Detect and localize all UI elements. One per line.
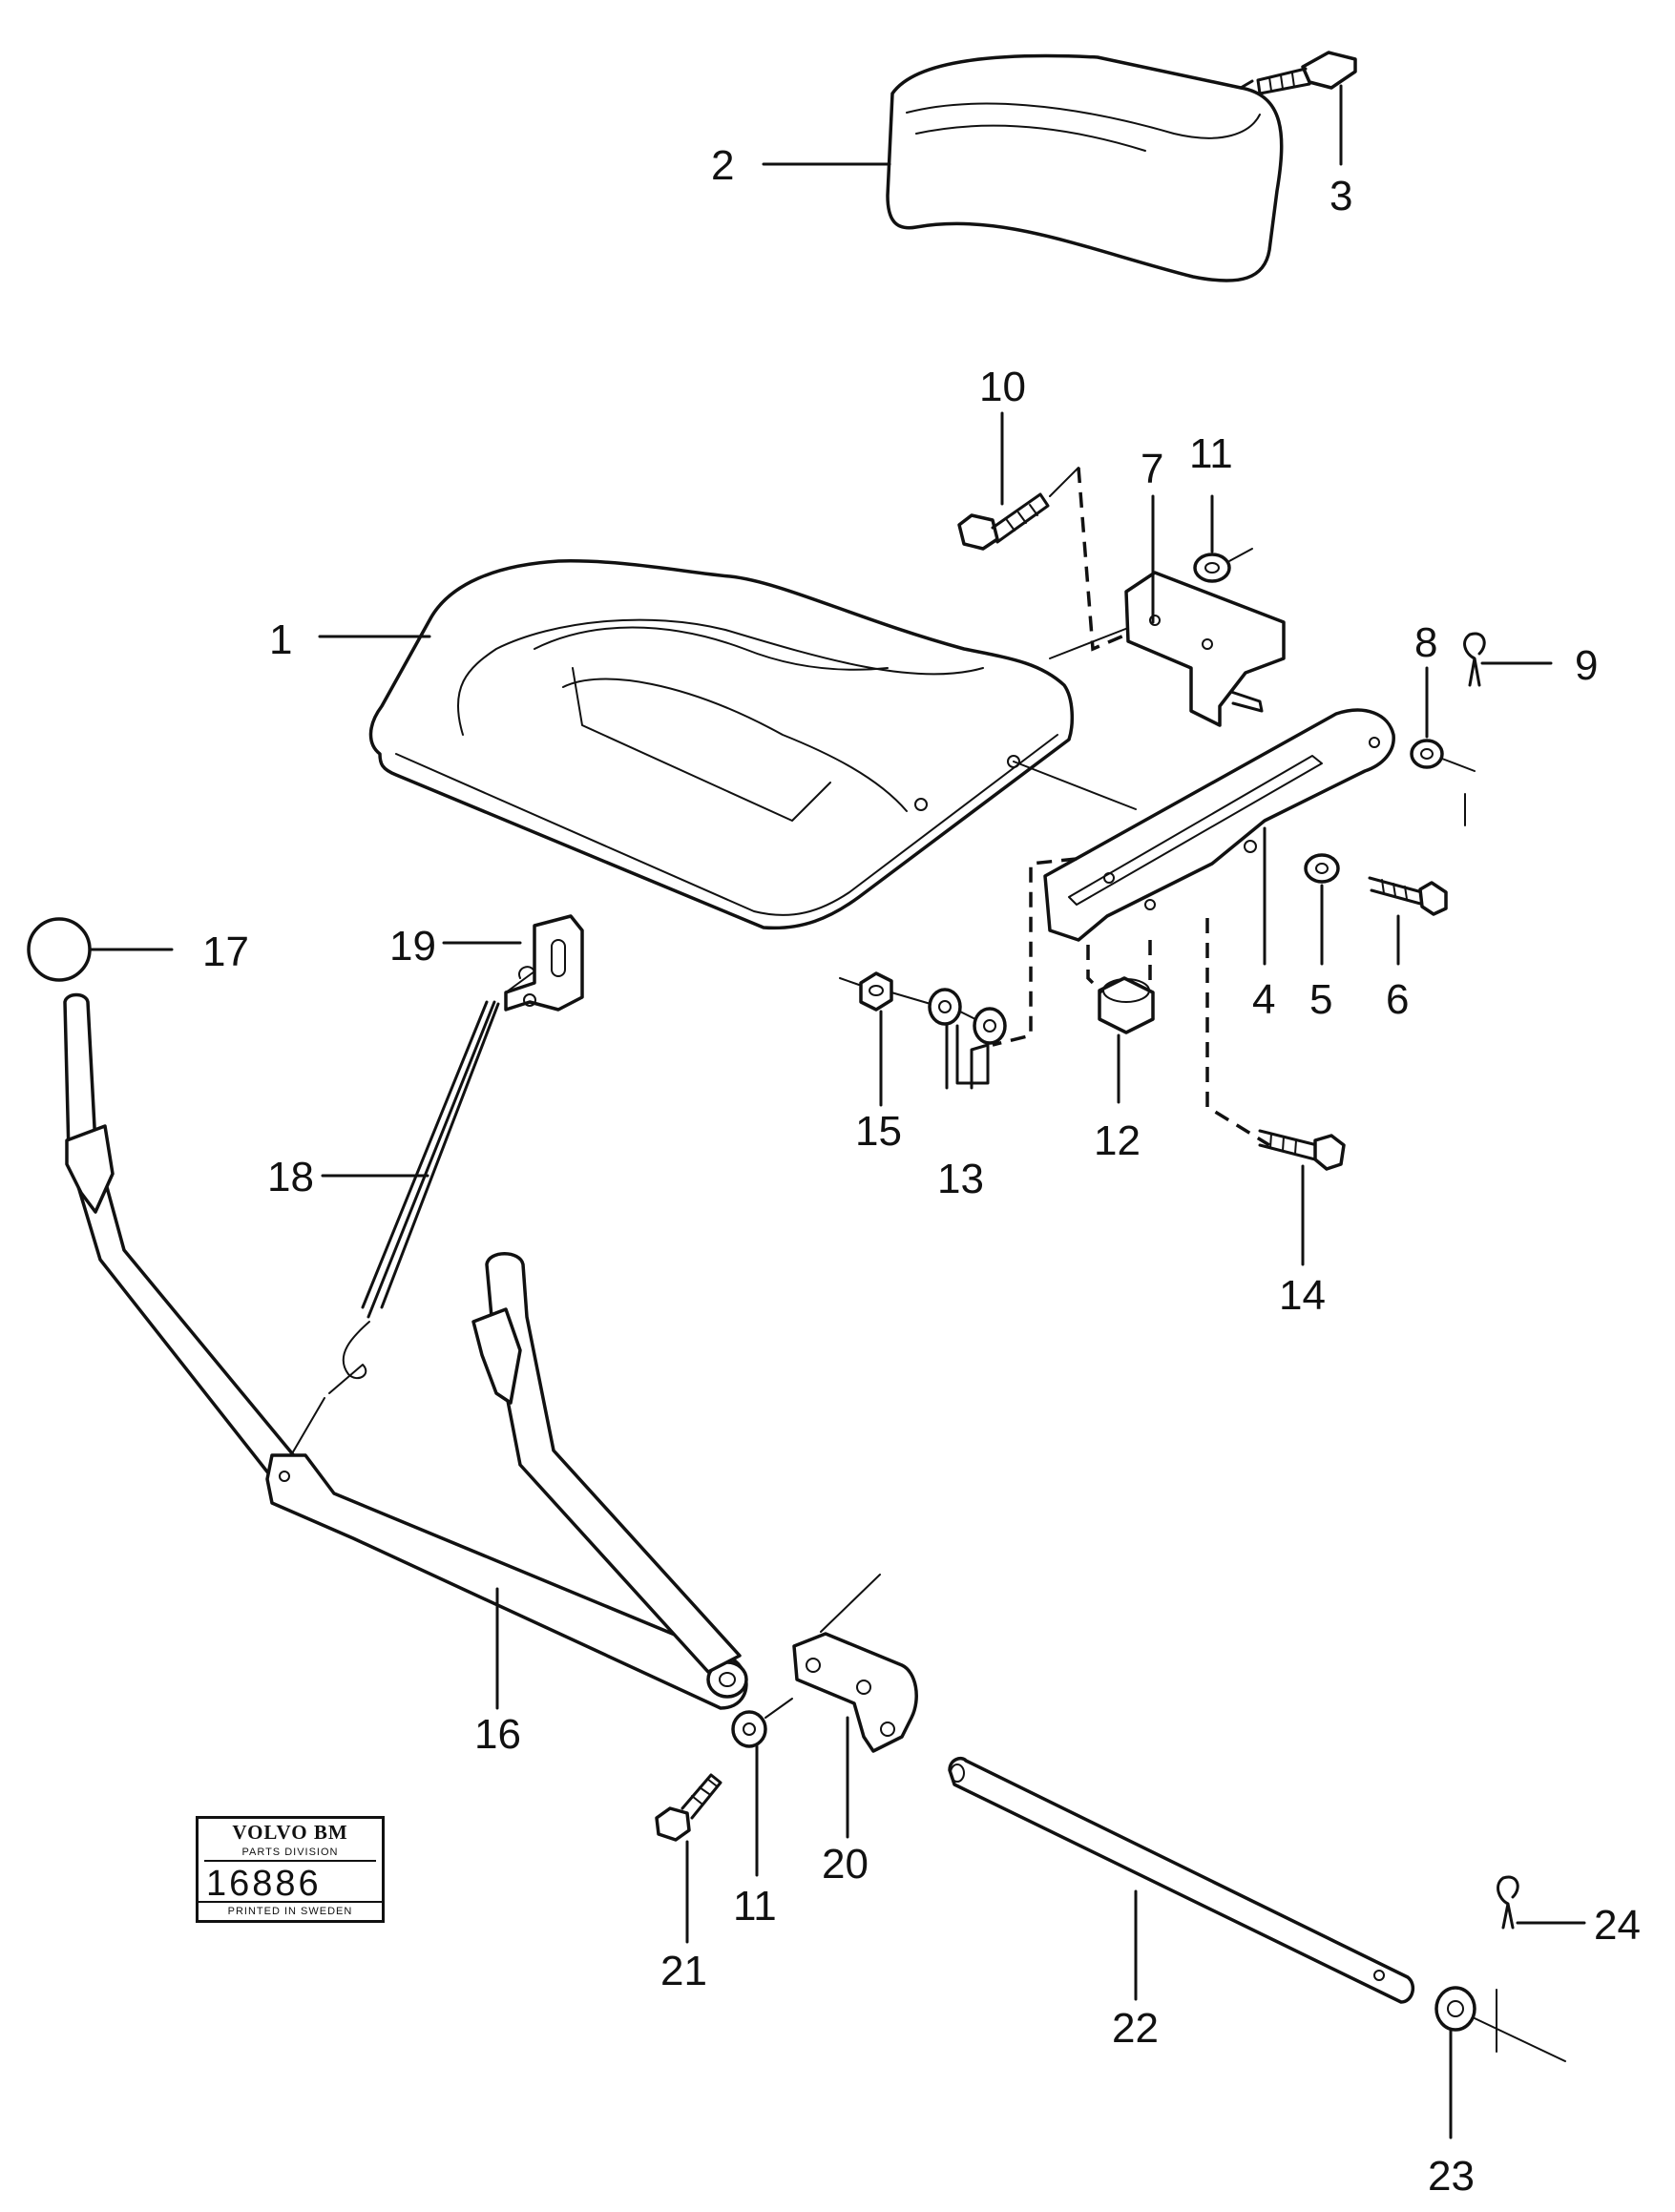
washer-11-bottom [731, 1698, 793, 1748]
callout-9: 9 [1575, 642, 1598, 689]
callout-11-bottom: 11 [733, 1883, 777, 1930]
spacer-12 [1098, 976, 1155, 1034]
bolt-10 [957, 467, 1079, 551]
callout-17: 17 [202, 929, 249, 975]
washers-13 [890, 988, 1007, 1045]
leader-lines [88, 84, 1586, 2139]
stamp-brand: VOLVO BM [232, 1821, 348, 1844]
bolt-3 [1256, 51, 1357, 95]
stamp-division: PARTS DIVISION [204, 1847, 376, 1862]
callout-4: 4 [1252, 976, 1275, 1023]
leader-1-mount [1013, 761, 1137, 810]
washer-8 [1410, 739, 1476, 772]
callout-14: 14 [1279, 1272, 1326, 1319]
callout-8: 8 [1414, 619, 1437, 666]
shaft-22 [948, 1757, 1415, 2004]
callout-23: 23 [1428, 2153, 1475, 2200]
bolt-6 [1368, 876, 1448, 916]
washer-23 [1434, 1986, 1566, 2062]
callout-13: 13 [937, 1156, 984, 1202]
callout-22: 22 [1112, 2005, 1159, 2052]
bolt-14 [1258, 1129, 1346, 1171]
control-knob-17 [27, 917, 92, 982]
callout-5: 5 [1309, 976, 1332, 1023]
bolt-21 [655, 1773, 722, 1842]
spring-bracket-19 [504, 914, 584, 1012]
slide-rail-4 [1043, 708, 1395, 942]
washer-5 [1304, 853, 1340, 884]
callout-1: 1 [269, 616, 292, 663]
leader-3-fastener [1239, 79, 1254, 90]
spring-18 [290, 966, 535, 1456]
lever-16 [63, 992, 748, 1710]
cotter-pin-24 [1496, 1875, 1519, 2053]
callout-11-top: 11 [1189, 430, 1233, 477]
nut-15 [839, 971, 893, 1012]
callout-24: 24 [1594, 1902, 1641, 1949]
callout-labels: 2 3 1 10 7 11 8 9 4 5 6 12 13 15 14 17 1… [202, 142, 1641, 2200]
parts-division-stamp: VOLVO BM PARTS DIVISION 16886 PRINTED IN… [196, 1816, 385, 1923]
callout-2: 2 [711, 142, 734, 189]
callout-20: 20 [822, 1841, 869, 1888]
callout-18: 18 [267, 1154, 314, 1200]
assembly-dashed-lines [992, 467, 1270, 1147]
seat-cushion [368, 559, 1075, 930]
callout-12: 12 [1094, 1117, 1141, 1164]
callout-7: 7 [1141, 446, 1163, 492]
callout-3: 3 [1330, 173, 1352, 219]
callout-21: 21 [660, 1948, 707, 1994]
cotter-pin-9 [1463, 632, 1486, 826]
leader-7-bolt [1049, 627, 1129, 659]
callout-6: 6 [1386, 976, 1409, 1023]
backrest-cushion [886, 53, 1284, 282]
callout-10: 10 [979, 364, 1026, 410]
callout-19: 19 [389, 923, 436, 970]
hinge-bracket-20 [792, 1574, 918, 1753]
callout-16: 16 [474, 1711, 521, 1758]
callout-15: 15 [855, 1108, 902, 1155]
washer-11-top [1193, 548, 1253, 583]
bracket-7 [1124, 571, 1286, 727]
stamp-footer: PRINTED IN SWEDEN [199, 1901, 382, 1920]
stamp-drawing-number: 16886 [206, 1864, 322, 1904]
